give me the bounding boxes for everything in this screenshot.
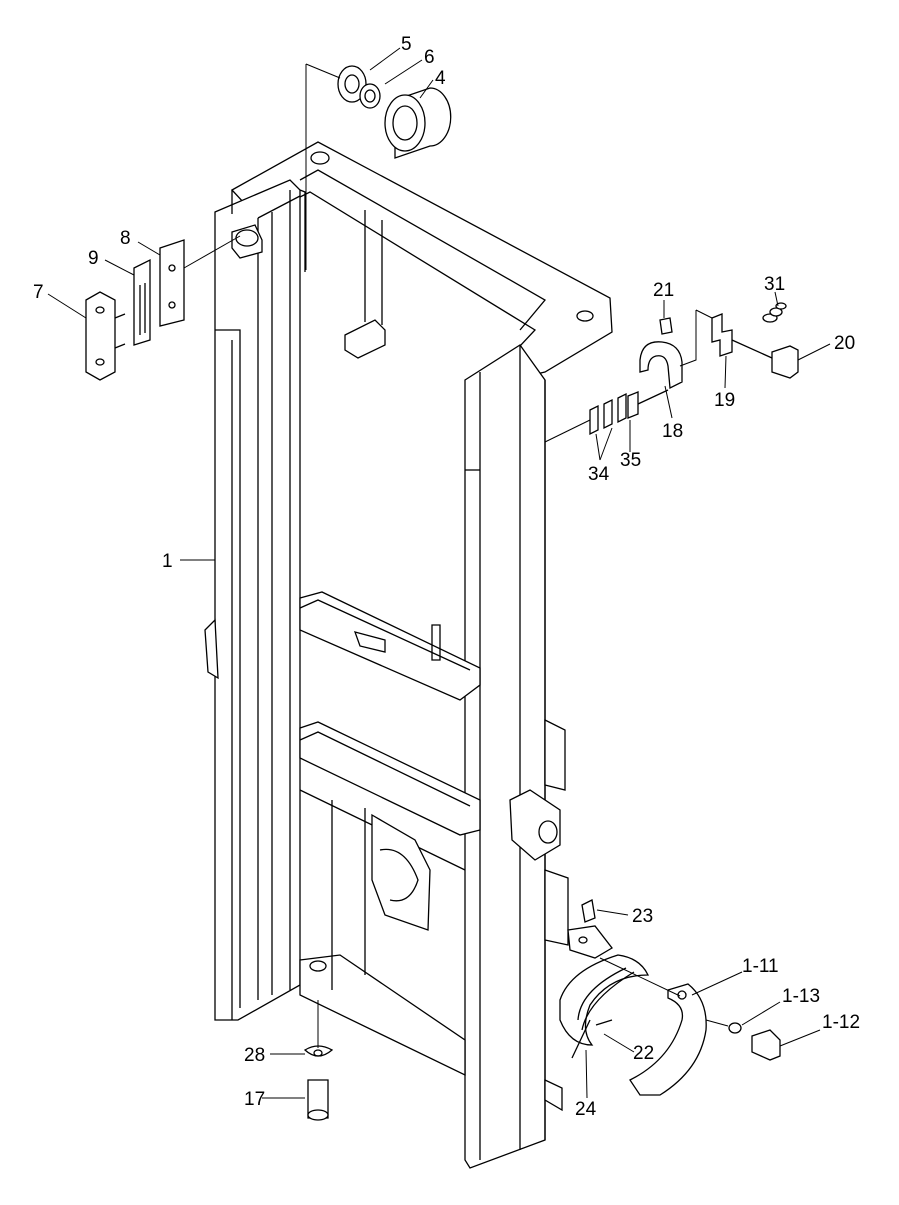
bearing-stack [305,63,452,270]
callout-8: 8 [120,228,131,249]
callout-31: 31 [764,274,785,295]
callout-5: 5 [401,34,412,55]
callout-35: 35 [620,450,641,471]
callout-labels: 1 4 5 6 7 8 9 17 18 19 20 21 22 23 24 28… [33,34,860,1120]
callout-21: 21 [653,280,674,301]
callout-1-11: 1-11 [742,956,779,977]
callout-1-12: 1-12 [822,1012,860,1033]
callout-9: 9 [88,248,99,269]
callout-28: 28 [244,1045,265,1066]
callout-4: 4 [435,68,446,89]
callout-19: 19 [714,390,735,411]
callout-1-13: 1-13 [782,986,820,1007]
callout-17: 17 [244,1089,265,1110]
bottom-shims [303,1000,334,1121]
callout-23: 23 [632,906,653,927]
callout-18: 18 [662,421,683,442]
callout-7: 7 [33,282,44,303]
callout-1: 1 [162,551,173,572]
callout-22: 22 [633,1043,654,1064]
hose-clamp-parts [544,302,799,443]
callout-6: 6 [424,47,435,68]
leader-lines [47,47,831,1099]
callout-20: 20 [834,333,855,354]
callout-24: 24 [575,1099,597,1120]
side-roller-parts [85,235,241,381]
mast-frame [204,141,613,1169]
lower-right-parts [559,899,781,1096]
callout-34: 34 [588,464,610,485]
